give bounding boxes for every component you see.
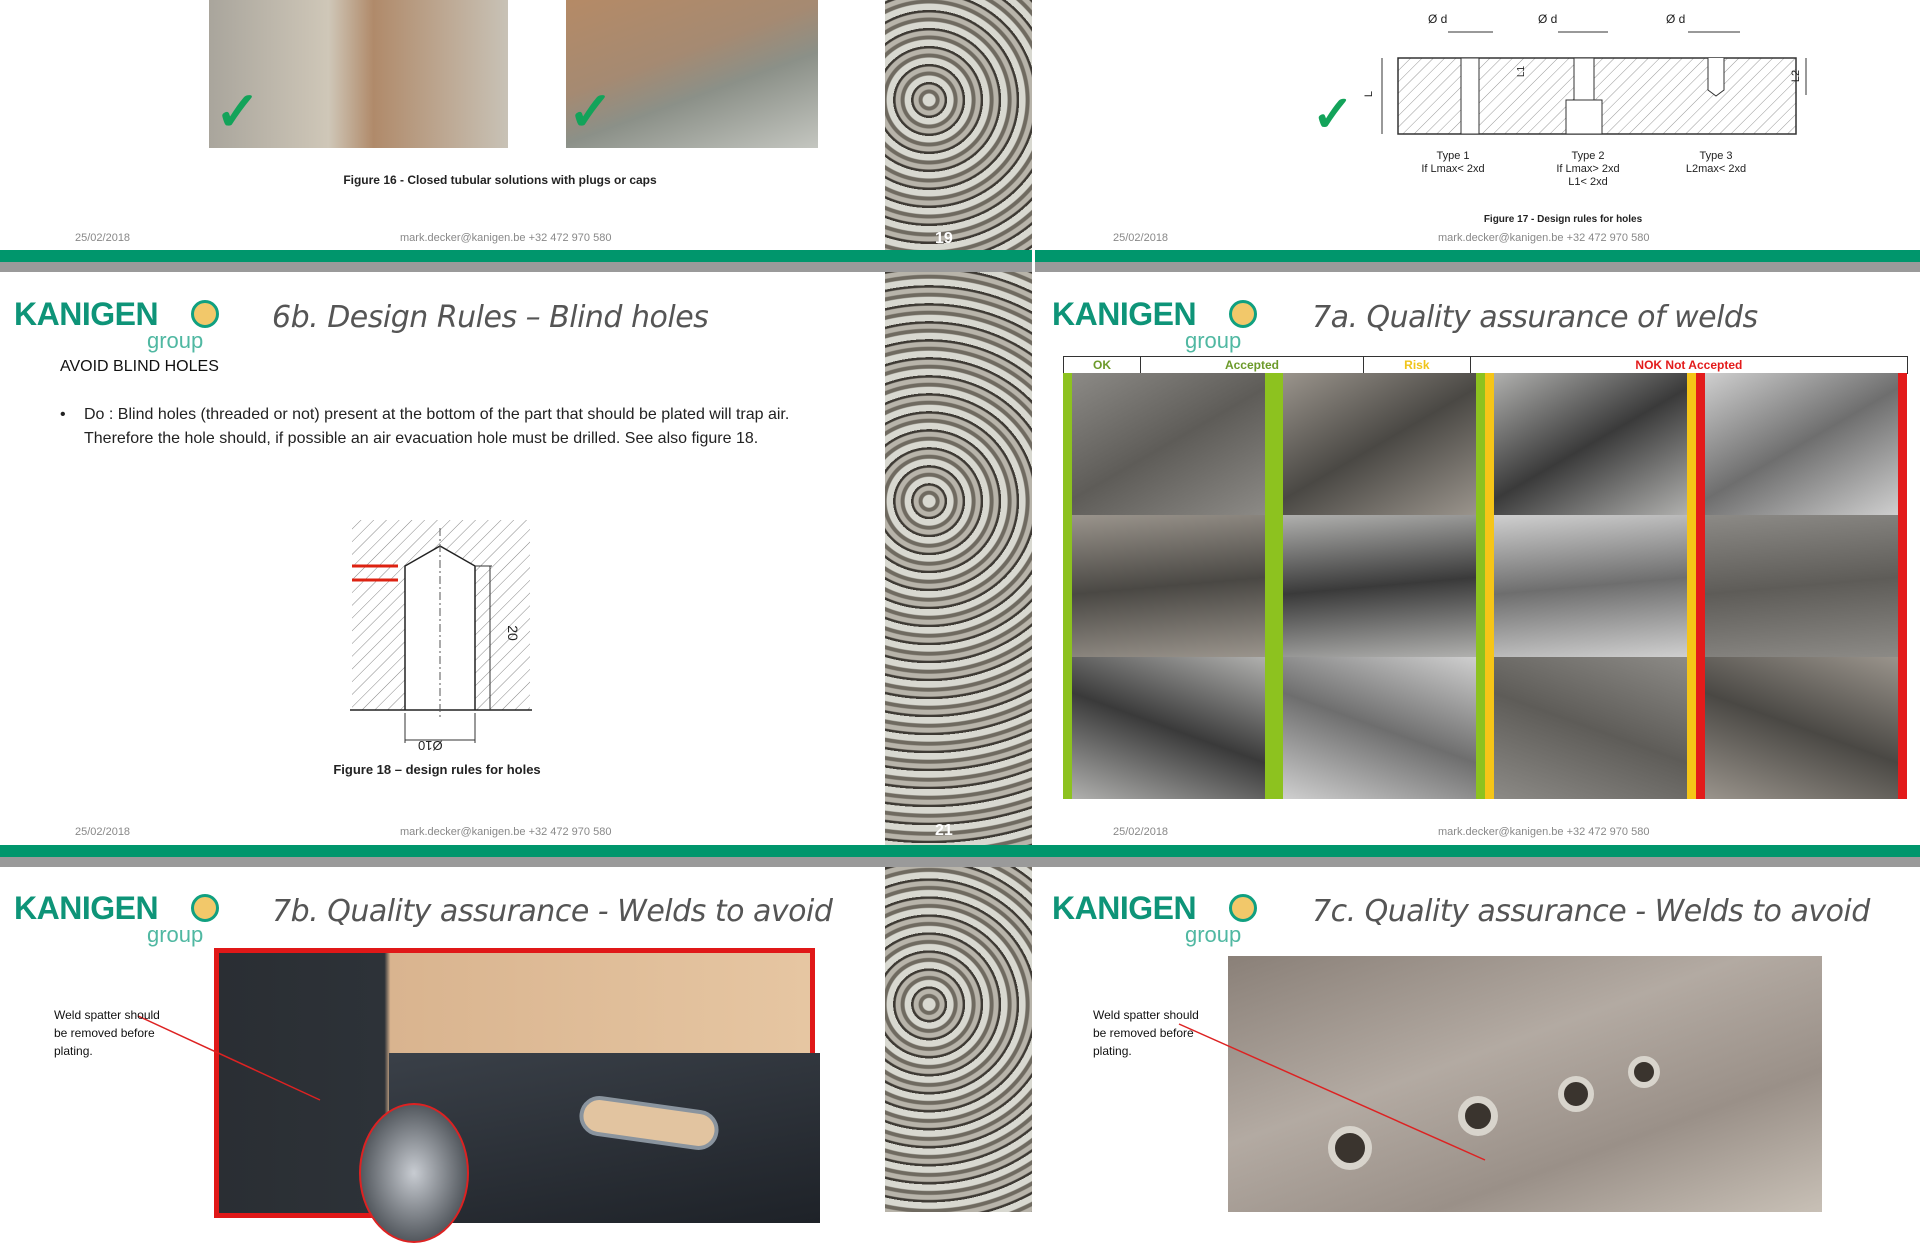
- column-header-risk: Risk: [1362, 356, 1471, 374]
- weld-photo-0-2: [1063, 657, 1274, 799]
- footer-date: 25/02/2018: [75, 232, 131, 244]
- divider-bar: [0, 262, 1920, 272]
- section-heading: AVOID BLIND HOLES: [60, 358, 219, 375]
- annotation-arrow: [1178, 1023, 1486, 1161]
- dim-label: Ø d: [1428, 12, 1448, 26]
- weld-quality-table: OK Accepted Risk NOK Not Accepted: [1063, 356, 1909, 374]
- dim-label: L: [1363, 90, 1376, 98]
- weld-photo-3-2: [1696, 657, 1907, 799]
- dim-label: Ø d: [1538, 12, 1558, 26]
- weld-photo-2-0: [1485, 373, 1696, 515]
- checkmark-icon: ✓: [215, 82, 261, 142]
- slide-separator: [1032, 0, 1035, 1212]
- dim-label: Ø d: [1666, 12, 1686, 26]
- decorative-photo-strip: [885, 0, 1032, 250]
- divider-bar: [0, 845, 1920, 857]
- weld-photo-3-1: [1696, 515, 1907, 657]
- footer-date: 25/02/2018: [75, 826, 131, 838]
- tube-photo: [566, 0, 818, 148]
- weld-photo: [1228, 956, 1822, 1212]
- slide-title: 7b. Quality assurance - Welds to avoid: [272, 894, 833, 929]
- weld-photo-2-2: [1485, 657, 1696, 799]
- divider-bar: [0, 857, 1920, 867]
- tube-photo: [209, 0, 508, 148]
- diameter-dimension: Ø10: [418, 738, 443, 753]
- checkmark-icon: ✓: [1312, 86, 1354, 142]
- bullet-text: •Do : Blind holes (threaded or not) pres…: [60, 406, 790, 447]
- annotation-note: Weld spatter should be removed before pl…: [54, 1008, 160, 1058]
- annotation-arrow: [137, 1015, 321, 1101]
- footer-email: mark.decker@kanigen.be +32 472 970 580: [1438, 232, 1650, 244]
- annotation-note: Weld spatter should be removed before pl…: [1093, 1008, 1199, 1058]
- slide-title: 7c. Quality assurance - Welds to avoid: [1312, 894, 1870, 929]
- weld-photo-0-1: [1063, 515, 1274, 657]
- divider-bar: [0, 250, 1920, 262]
- weld-photo-3-0: [1696, 373, 1907, 515]
- footer-email: mark.decker@kanigen.be +32 472 970 580: [400, 826, 612, 838]
- weld-photo-0-0: [1063, 373, 1274, 515]
- dim-label: L1: [1516, 65, 1528, 78]
- weld-photo-1-2: [1274, 657, 1485, 799]
- slide-title: 6b. Design Rules – Blind holes: [272, 300, 709, 335]
- footer-email: mark.decker@kanigen.be +32 472 970 580: [1438, 826, 1650, 838]
- checkmark-icon: ✓: [568, 82, 614, 142]
- weld-photo-1-1: [1274, 515, 1485, 657]
- column-header-accepted: Accepted: [1139, 356, 1364, 374]
- figure-caption: Figure 17 - Design rules for holes: [1483, 214, 1643, 225]
- footer-email: mark.decker@kanigen.be +32 472 970 580: [400, 232, 612, 244]
- footer-date: 25/02/2018: [1113, 826, 1169, 838]
- page-number: 19: [935, 230, 953, 247]
- design-rules-diagram: [1378, 0, 1818, 200]
- weld-photo-2-1: [1485, 515, 1696, 657]
- depth-dimension: 20: [504, 625, 521, 641]
- blind-hole-diagram: [350, 520, 532, 743]
- footer-date: 25/02/2018: [1113, 232, 1169, 244]
- decorative-photo-strip: [885, 272, 1032, 845]
- weld-photo-1-0: [1274, 373, 1485, 515]
- column-header-nok: NOK Not Accepted: [1469, 356, 1909, 374]
- decorative-photo-strip: [885, 866, 1032, 1212]
- dim-label: L2: [1790, 69, 1803, 83]
- figure-caption: Figure 18 – design rules for holes: [333, 762, 541, 777]
- slide-title: 7a. Quality assurance of welds: [1312, 300, 1758, 335]
- figure-caption: Figure 16 - Closed tubular solutions wit…: [343, 173, 657, 187]
- column-header-ok: OK: [1063, 356, 1141, 374]
- weld-photo: [214, 948, 820, 1243]
- page-number: 21: [935, 822, 953, 839]
